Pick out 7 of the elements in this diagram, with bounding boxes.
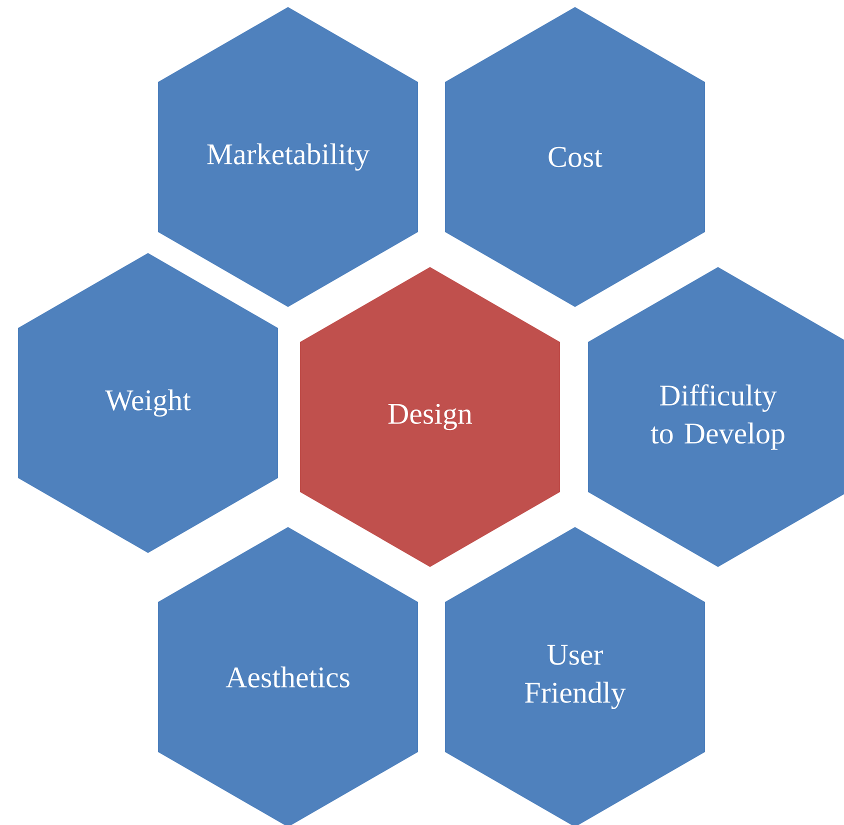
hexagon: Aesthetics (158, 527, 418, 825)
hexagon: Design (300, 267, 560, 567)
hexagon: Cost (445, 7, 705, 307)
hexagon: Marketability (158, 7, 418, 307)
hexagon: Weight (18, 253, 278, 553)
hexagon: Difficulty to Develop (588, 267, 844, 567)
hexagon: User Friendly (445, 527, 705, 825)
